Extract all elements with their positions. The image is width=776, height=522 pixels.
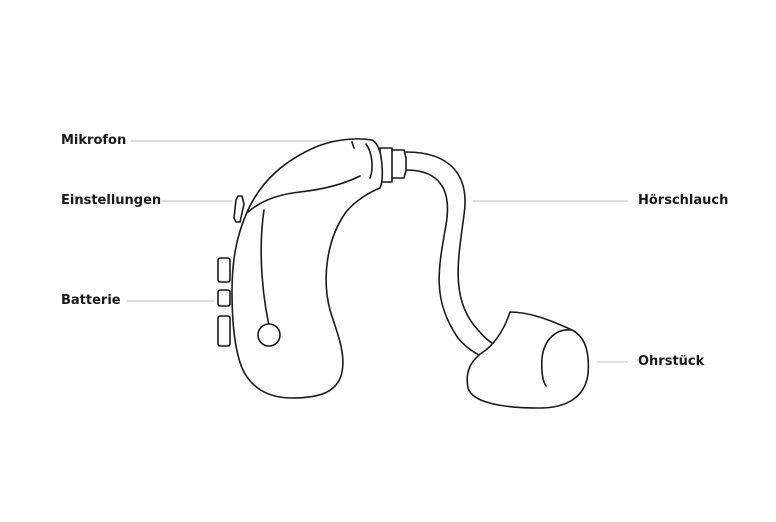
ohrstueck-earpiece <box>466 311 590 409</box>
hoerschlauch-tube-outer <box>405 151 501 349</box>
label-hoerschlauch: Hörschlauch <box>638 193 729 208</box>
label-mikrofon: Mikrofon <box>61 133 127 148</box>
hearing-aid-body <box>231 138 384 399</box>
tube-connector <box>379 147 407 183</box>
einstellungen-button <box>233 195 245 223</box>
label-batterie: Batterie <box>61 293 121 308</box>
label-einstellungen: Einstellungen <box>61 193 162 208</box>
mikrofon-opening <box>351 141 355 149</box>
hoerschlauch-tube-inner <box>405 169 487 359</box>
label-ohrstueck: Ohrstück <box>638 354 705 369</box>
volume-button <box>257 323 281 347</box>
batterie-door <box>217 257 231 347</box>
